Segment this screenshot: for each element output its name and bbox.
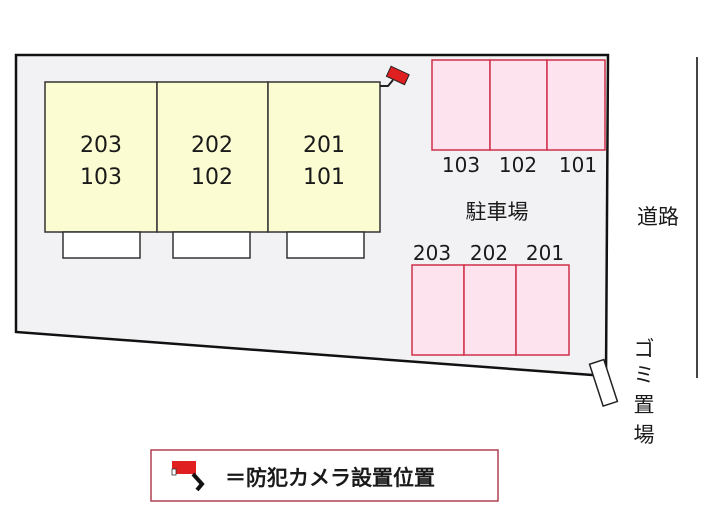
svg-text:ミ: ミ [634,363,655,387]
legend-text: ＝防犯カメラ設置位置 [225,466,435,490]
balcony [286,231,365,259]
svg-text:ゴ: ゴ [634,337,655,361]
balcony [62,231,141,259]
unit-upper: 201 [303,133,345,158]
parking-space-102 [489,59,548,151]
parking-label: 101 [559,153,597,177]
parking-label: 103 [442,153,480,177]
unit-upper: 203 [80,133,122,158]
garbage-label: ゴ ミ 置 場 [634,337,655,447]
parking-space-203 [411,264,465,356]
parking-space-101 [546,59,606,151]
garbage-area [588,358,619,408]
parking-bottom-row: 203 202 201 [411,241,570,356]
parking-top-row: 103 102 101 [431,59,606,177]
unit-lower: 101 [303,165,345,190]
security-camera-icon [171,461,205,492]
parking-space-202 [463,264,517,356]
parking-label: 203 [413,241,451,265]
building-201-101: 201 101 [267,81,381,259]
parking-space-201 [515,264,570,356]
parking-label: 102 [499,153,537,177]
parking-space-103 [431,59,491,151]
building-202-102: 202 102 [156,81,269,259]
legend: ＝防犯カメラ設置位置 [150,449,499,502]
balcony [172,231,251,259]
svg-text:場: 場 [634,423,655,447]
security-camera-icon [380,65,410,87]
road-label: 道路 [637,205,679,229]
parking-label: 201 [526,241,564,265]
unit-lower: 102 [191,165,233,190]
unit-lower: 103 [80,165,122,190]
unit-upper: 202 [191,133,233,158]
svg-text:置: 置 [634,393,655,417]
parking-title: 駐車場 [466,200,529,224]
parking-label: 202 [470,241,508,265]
building-203-103: 203 103 [44,81,158,259]
